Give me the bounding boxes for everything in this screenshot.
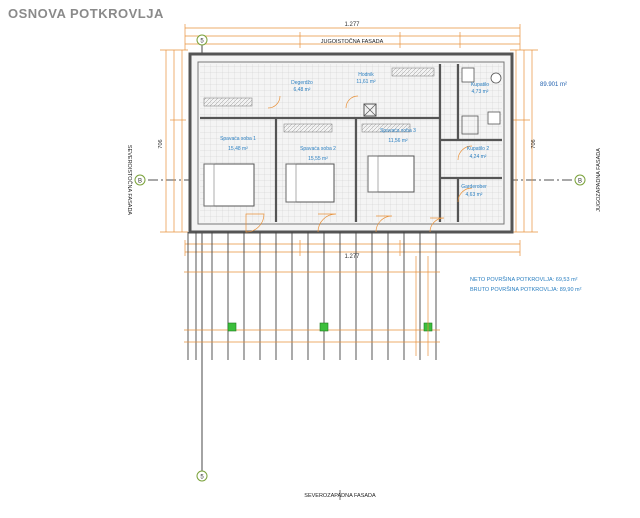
chimney bbox=[363, 103, 377, 117]
shower-2 bbox=[461, 115, 479, 135]
facade-label-left: SEVEROISTOČNA FASADA bbox=[126, 145, 133, 216]
room-3-name: Spavaća soba 1 bbox=[220, 136, 256, 142]
room-4-name: Spavaća soba 2 bbox=[300, 146, 336, 152]
room-5-area: 11,56 m² bbox=[388, 138, 408, 144]
facade-label-right: JUGOZAPADNA FASADA bbox=[596, 148, 602, 212]
room-5-name: Spavaća soba 3 bbox=[380, 128, 416, 134]
bottom-dimensions bbox=[184, 240, 521, 256]
room-7-area: 4,63 m² bbox=[466, 192, 483, 198]
room-1-name: Hodnik bbox=[358, 72, 374, 78]
bed-2-pillow bbox=[285, 163, 297, 203]
partition-4 bbox=[391, 67, 435, 77]
svg-text:5: 5 bbox=[200, 39, 204, 45]
grid-marker-bottom-5: 5 bbox=[196, 470, 208, 482]
bed-1 bbox=[203, 163, 255, 207]
room-2-area: 4,73 m² bbox=[472, 89, 489, 95]
inner-wall-line bbox=[197, 61, 505, 225]
room-2-name: Kupatilo bbox=[471, 82, 489, 88]
pergola-vertical-dims bbox=[415, 256, 429, 356]
room-3-area: 15,48 m² bbox=[228, 146, 248, 152]
side-dimension-right: 706 bbox=[531, 139, 537, 148]
grid-marker-top-5: 5 bbox=[196, 34, 208, 46]
partition-3 bbox=[361, 123, 411, 133]
overall-dimension-bottom: 1.277 bbox=[344, 254, 360, 260]
sink-2 bbox=[487, 111, 501, 125]
interior-walls bbox=[200, 64, 502, 222]
overall-dimension-top: 1.277 bbox=[344, 22, 360, 28]
svg-text:B: B bbox=[578, 179, 582, 185]
svg-text:5: 5 bbox=[200, 475, 204, 481]
facade-label-top: JUGOISTOČNA FASADA bbox=[321, 38, 384, 45]
bruto-area-summary: BRUTO POVRŠINA POTKROVLJA: 89,90 m² bbox=[470, 286, 582, 293]
room-4-area: 15,55 m² bbox=[308, 156, 328, 162]
left-dimensions bbox=[160, 49, 188, 233]
top-dimensions bbox=[184, 24, 521, 50]
room-0-name: Degerdžo bbox=[291, 80, 313, 86]
bed-3 bbox=[367, 155, 415, 193]
page-title: OSNOVA POTKROVLJA bbox=[8, 6, 164, 21]
grid-marker-right-b: B bbox=[574, 174, 586, 186]
room-6-area: 4,24 m² bbox=[470, 154, 487, 160]
room-0-area: 6,48 m² bbox=[294, 87, 311, 93]
room-1-area: 11,61 m² bbox=[356, 79, 376, 85]
area-badge: 89.901 m² bbox=[540, 82, 567, 88]
side-dimension-left: 706 bbox=[158, 139, 164, 148]
door-swings bbox=[245, 95, 473, 233]
bath-fixture-1 bbox=[461, 67, 475, 83]
room-labels: Degerdžo 6,48 m² Hodnik 11,61 m² Kupatil… bbox=[220, 72, 489, 198]
partition-2 bbox=[283, 123, 333, 133]
bed-1-pillow bbox=[203, 163, 215, 207]
bed-3-pillow bbox=[367, 155, 379, 193]
bed-2 bbox=[285, 163, 335, 203]
partition-1 bbox=[203, 97, 253, 107]
neto-area-summary: NETO POVRŠINA POTKROVLJA: 69,53 m² bbox=[470, 276, 578, 283]
pergola-rafters bbox=[187, 232, 437, 360]
room-6-name: Kupatilo 2 bbox=[467, 146, 489, 152]
svg-text:B: B bbox=[138, 179, 142, 185]
toilet-1 bbox=[490, 72, 502, 84]
pergola-beams bbox=[184, 271, 440, 343]
room-7-name: Garderober bbox=[461, 184, 487, 190]
grid-marker-left-b: B bbox=[134, 174, 146, 186]
